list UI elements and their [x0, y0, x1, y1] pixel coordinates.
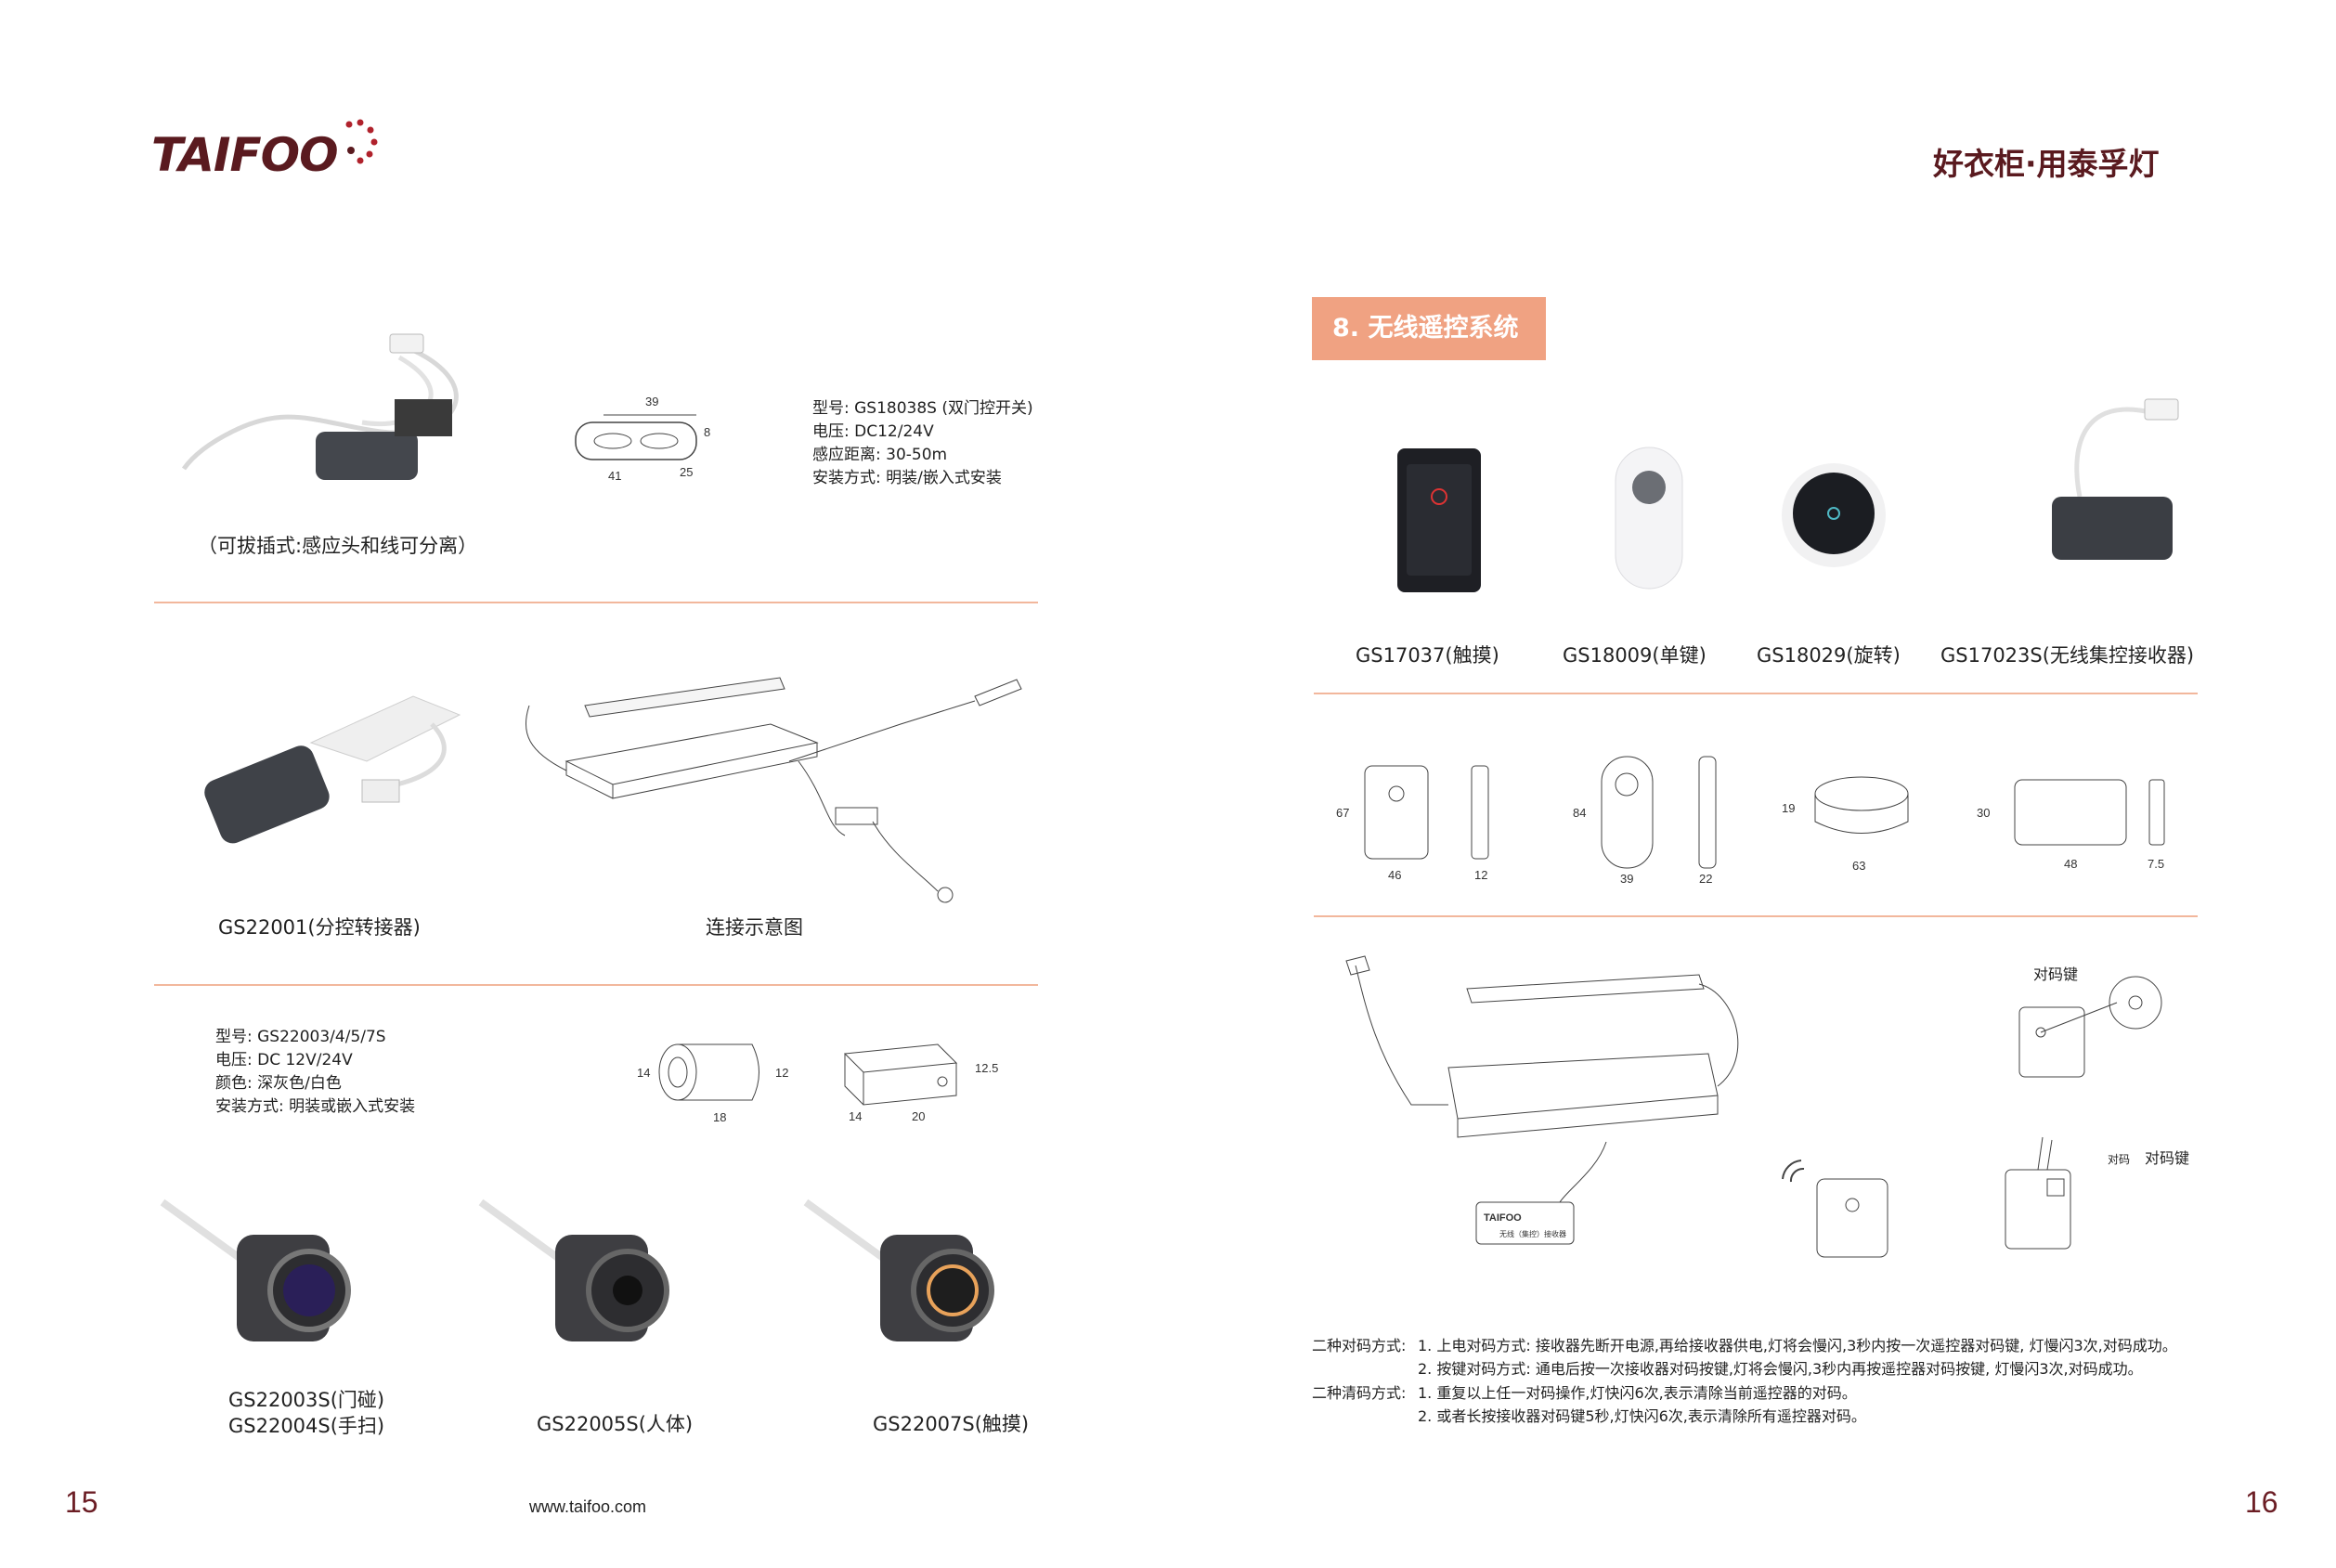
- pair-key-label-1: 对码键: [2033, 965, 2079, 983]
- gs18009-single-key-remote-photo: [1615, 447, 1683, 590]
- pairing-methods-label: 二种对码方式:: [1312, 1337, 1407, 1354]
- spec-line: 型号: GS18038S (双门控开关): [812, 399, 1033, 418]
- spec-line: 安装方式: 明装或嵌入式安装: [215, 1097, 416, 1116]
- dim-depth-25: 25: [680, 465, 693, 479]
- divider: [1314, 693, 2198, 694]
- dim-12: 12: [775, 1066, 788, 1080]
- dim-12-5: 12.5: [975, 1061, 998, 1075]
- dim-22: 22: [1699, 872, 1712, 886]
- wireless-wiring-diagram: TAIFOO 无线（集控）接收器: [1345, 955, 1739, 1245]
- receiver-pair-key-detail: [2005, 1136, 2071, 1250]
- divider: [154, 984, 1038, 986]
- caption-gs22003s: GS22003S(门碰): [228, 1389, 385, 1411]
- block1-specs: 型号: GS18038S (双门控开关) 电压: DC12/24V 感应距离: …: [812, 397, 1033, 490]
- gs17023s-receiver-photo: [2052, 398, 2179, 560]
- dim-20: 20: [912, 1109, 925, 1123]
- clearing-method-2: 2. 或者长按接收器对码键5秒,灯快闪6次,表示清除所有遥控器对码。: [1418, 1407, 1866, 1425]
- caption-gs18029: GS18029(旋转): [1757, 644, 1901, 667]
- pair-small-label: 对码: [2108, 1153, 2131, 1166]
- spec-line: 安装方式: 明装/嵌入式安装: [812, 469, 1002, 487]
- caption-gs22005s: GS22005S(人体): [537, 1413, 694, 1435]
- clearing-methods-label: 二种清码方式:: [1312, 1384, 1407, 1402]
- dim-67: 67: [1336, 806, 1349, 820]
- gs18029-dimension-drawing: 19 63: [1782, 776, 1909, 873]
- remote-pair-key-detail: [2018, 976, 2162, 1078]
- caption-gs17023s: GS17023S(无线集控接收器): [1940, 644, 2195, 667]
- caption-gs22004s: GS22004S(手扫): [228, 1415, 385, 1437]
- dim-48: 48: [2064, 857, 2077, 871]
- dim-12: 12: [1474, 868, 1487, 882]
- touch-remote-line-icon: [1816, 1178, 1888, 1258]
- block3-specs: 型号: GS22003/4/5/7S 电压: DC 12V/24V 颜色: 深灰…: [215, 1026, 415, 1119]
- dim-width-39: 39: [645, 395, 658, 408]
- dim-length-41: 41: [608, 469, 621, 483]
- gs17023s-dimension-drawing: 30 48 7.5: [1977, 779, 2165, 871]
- website-link[interactable]: www.taifoo.com: [529, 1497, 647, 1516]
- dim-height-8: 8: [704, 425, 710, 439]
- gs22005-sensor-photo: [478, 1199, 669, 1341]
- connection-diagram: [525, 677, 1022, 903]
- gs18009-dimension-drawing: 84 39 22: [1573, 756, 1717, 886]
- dim-14: 14: [637, 1066, 650, 1080]
- gs17037-touch-remote-photo: [1397, 448, 1481, 592]
- dim-63: 63: [1852, 859, 1865, 873]
- spec-line: 感应距离: 30-50m: [812, 446, 948, 464]
- gs17037-dimension-drawing: 67 46 12: [1336, 765, 1489, 882]
- dim-14: 14: [849, 1109, 862, 1123]
- taifoo-logo: TAIFOO: [151, 128, 339, 182]
- holder-dimension-drawing: 12.5 14 20: [843, 1043, 998, 1123]
- dim-39: 39: [1620, 872, 1633, 886]
- gs22007-sensor-photo: [803, 1199, 994, 1341]
- pairing-method-2: 2. 按键对码方式: 通电后按一次接收器对码按键,灯将会慢闪,3秒内再按遥控器对…: [1418, 1360, 2143, 1378]
- slogan: 好衣柜·用泰孚灯: [1933, 146, 2160, 182]
- spec-line: 电压: DC 12V/24V: [215, 1051, 353, 1069]
- sensor-dimension-drawing: 39 8 41 25: [575, 395, 710, 483]
- wireless-signal-icon: [1782, 1160, 1805, 1183]
- dim-46: 46: [1388, 868, 1401, 882]
- dim-84: 84: [1573, 806, 1586, 820]
- divider: [154, 602, 1038, 603]
- page-number-left: 15: [65, 1485, 98, 1519]
- divider: [1314, 915, 2198, 917]
- logo-text: TAIFOO: [151, 128, 339, 182]
- dim-30: 30: [1977, 806, 1990, 820]
- pairing-method-1: 1. 上电对码方式: 接收器先断开电源,再给接收器供电,灯将会慢闪,3秒内按一次…: [1418, 1337, 2177, 1354]
- spec-line: 型号: GS22003/4/5/7S: [215, 1028, 386, 1046]
- logo-dots-icon: [345, 119, 378, 164]
- spec-line: 颜色: 深灰色/白色: [215, 1074, 342, 1093]
- clearing-method-1: 1. 重复以上任一对码操作,灯快闪6次,表示清除当前遥控器的对码。: [1418, 1384, 1857, 1402]
- door-sensor-dimension-drawing: 14 12 18: [637, 1043, 788, 1124]
- svg-text:TAIFOO: TAIFOO: [1484, 1212, 1522, 1224]
- dim-7-5: 7.5: [2148, 857, 2164, 871]
- caption-gs17037: GS17037(触摸): [1356, 644, 1499, 667]
- gs18029-rotary-remote-photo: [1782, 463, 1886, 567]
- block1-caption: （可拔插式:感应头和线可分离）: [198, 535, 478, 557]
- section-title: 8. 无线遥控系统: [1312, 297, 1546, 360]
- dim-18: 18: [713, 1110, 726, 1124]
- dim-19: 19: [1782, 801, 1795, 815]
- splitter-illustration: [204, 695, 461, 844]
- caption-gs22007s: GS22007S(触摸): [873, 1413, 1030, 1435]
- receiver-label: 无线（集控）接收器: [1499, 1229, 1566, 1238]
- gs22003-sensor-photo: [160, 1199, 351, 1341]
- pair-key-label-2: 对码键: [2145, 1149, 2190, 1167]
- caption-gs18009: GS18009(单键): [1563, 644, 1707, 667]
- spec-line: 电压: DC12/24V: [812, 422, 934, 441]
- sensor-cable-illustration: [181, 333, 459, 480]
- splitter-caption: GS22001(分控转接器): [218, 916, 421, 939]
- page-number-right: 16: [2245, 1485, 2278, 1519]
- diagram-caption: 连接示意图: [706, 916, 803, 939]
